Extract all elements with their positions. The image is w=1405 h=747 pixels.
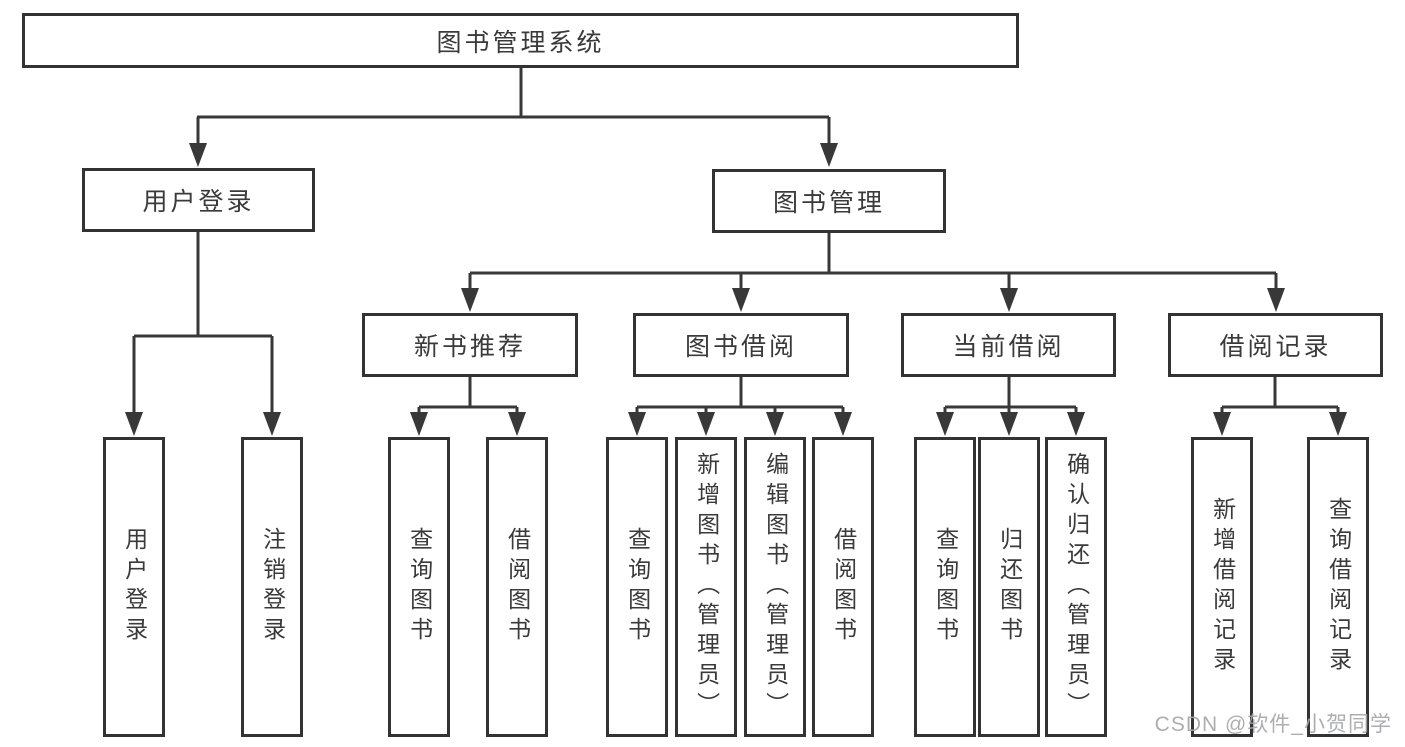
node-label: 归还图书 <box>996 527 1023 647</box>
arrowhead-down-icon <box>1267 288 1285 312</box>
node-label: 借阅图书 <box>830 527 857 647</box>
node-label: 图书管理 <box>772 189 885 217</box>
arrowhead-down-icon <box>1067 412 1085 436</box>
connector-current-borrow-to-functions <box>943 377 1078 413</box>
arrowhead-down-icon <box>189 143 207 167</box>
node-label: 查询图书 <box>932 527 959 647</box>
arrowhead-down-icon <box>936 412 954 436</box>
node-leaf-borrow-books: 借阅图书 <box>812 437 874 737</box>
arrowhead-down-icon <box>125 412 143 436</box>
connector-book-borrow-to-functions <box>635 377 845 413</box>
connector-user-login-to-functions <box>132 232 274 413</box>
node-leaf-return-books: 归还图书 <box>978 437 1040 737</box>
node-root-label: 图书管理系统 <box>436 28 605 57</box>
arrowhead-down-icon <box>834 412 852 436</box>
arrowhead-down-icon <box>820 143 838 167</box>
node-leaf-add-books-admin: 新增图书（管理员） <box>675 437 737 737</box>
connector-path <box>417 377 519 413</box>
node-module-borrow-records: 借阅记录 <box>1168 313 1383 377</box>
node-label: 新增图书（管理员） <box>693 452 720 722</box>
arrowhead-down-icon <box>697 412 715 436</box>
connector-new-book-rec-to-functions <box>417 377 519 413</box>
node-label: 编辑图书（管理员） <box>762 452 789 722</box>
node-leaf-query-books-borrow: 查询图书 <box>606 437 668 737</box>
node-leaf-query-books-recommend: 查询图书 <box>388 437 450 737</box>
node-label: 新增借阅记录 <box>1209 497 1236 677</box>
arrowhead-down-icon <box>410 412 428 436</box>
node-root: 图书管理系统 <box>22 13 1019 68</box>
arrowhead-down-icon <box>1213 412 1231 436</box>
arrowhead-down-icon <box>1000 288 1018 312</box>
arrowhead-down-icon <box>628 412 646 436</box>
node-label: 查询图书 <box>624 527 651 647</box>
connector-book-mgmt-to-modules <box>468 233 1278 289</box>
node-module-current-borrow: 当前借阅 <box>901 313 1116 377</box>
node-leaf-logout: 注销登录 <box>241 437 303 737</box>
csdn-watermark: CSDN @软件_小贺同学 <box>1154 713 1392 736</box>
node-branch-user-login: 用户登录 <box>82 168 315 232</box>
connector-path <box>1220 377 1340 413</box>
connector-path <box>943 377 1078 413</box>
arrowhead-down-icon <box>1000 412 1018 436</box>
node-label: 用户登录 <box>142 188 255 216</box>
node-leaf-edit-books-admin: 编辑图书（管理员） <box>744 437 806 737</box>
arrowhead-down-icon <box>263 412 281 436</box>
node-leaf-user-login: 用户登录 <box>103 437 165 737</box>
arrowhead-down-icon <box>766 412 784 436</box>
node-label: 注销登录 <box>259 527 286 647</box>
arrowhead-down-icon <box>508 412 526 436</box>
arrowhead-down-icon <box>732 288 750 312</box>
connector-borrow-records-to-functions <box>1220 377 1340 413</box>
arrowhead-down-icon <box>461 288 479 312</box>
node-leaf-query-borrow-record: 查询借阅记录 <box>1307 437 1369 737</box>
connector-path <box>196 68 831 144</box>
node-leaf-query-books-current: 查询图书 <box>914 437 976 737</box>
node-label: 查询借阅记录 <box>1325 497 1352 677</box>
node-label: 借阅记录 <box>1219 333 1332 361</box>
node-label: 用户登录 <box>121 527 148 647</box>
node-module-new-book-recommend: 新书推荐 <box>362 313 578 377</box>
node-label: 借阅图书 <box>504 527 531 647</box>
connector-root-to-branches <box>196 68 831 144</box>
node-leaf-confirm-return-admin: 确认归还（管理员） <box>1045 437 1107 737</box>
node-label: 图书借阅 <box>684 333 797 361</box>
node-leaf-borrow-books-recommend: 借阅图书 <box>486 437 548 737</box>
connector-path <box>132 232 274 413</box>
connector-path <box>468 233 1278 289</box>
node-label: 确认归还（管理员） <box>1063 452 1090 722</box>
arrowhead-down-icon <box>1329 412 1347 436</box>
node-branch-book-management: 图书管理 <box>712 169 946 233</box>
node-module-book-borrow: 图书借阅 <box>633 313 849 377</box>
node-leaf-add-borrow-record: 新增借阅记录 <box>1191 437 1253 737</box>
node-label: 当前借阅 <box>952 333 1065 361</box>
node-label: 新书推荐 <box>413 333 526 361</box>
node-label: 查询图书 <box>406 527 433 647</box>
connector-path <box>635 377 845 413</box>
